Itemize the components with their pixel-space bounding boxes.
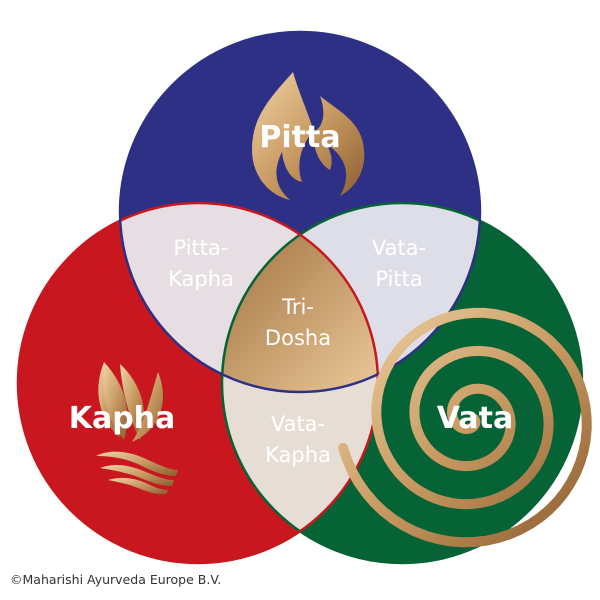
vata-kapha-label-line2: Kapha <box>265 443 331 467</box>
spiral-icon <box>338 307 592 548</box>
tri-dosha-overlap <box>222 203 378 392</box>
lotus-leaf-icon <box>96 362 178 495</box>
copyright-notice: ©Maharishi Ayurveda Europe B.V. <box>10 572 222 587</box>
vata-pitta-label-line1: Vata- <box>372 236 426 260</box>
vata-label: Vata <box>437 401 513 436</box>
pitta-outline <box>118 30 482 394</box>
pitta-kapha-label-line2: Kapha <box>168 267 234 291</box>
tri-dosha-label-line2: Dosha <box>265 326 331 350</box>
pitta-kapha-label-line1: Pitta- <box>174 236 229 260</box>
tri-dosha-label-line1: Tri- <box>281 295 314 319</box>
flame-icon <box>252 72 365 200</box>
vata-kapha-label-line1: Vata- <box>271 412 325 436</box>
kapha-label: Kapha <box>69 401 176 436</box>
pitta-label: Pitta <box>259 120 340 155</box>
vata-pitta-label-line2: Pitta <box>375 267 422 291</box>
